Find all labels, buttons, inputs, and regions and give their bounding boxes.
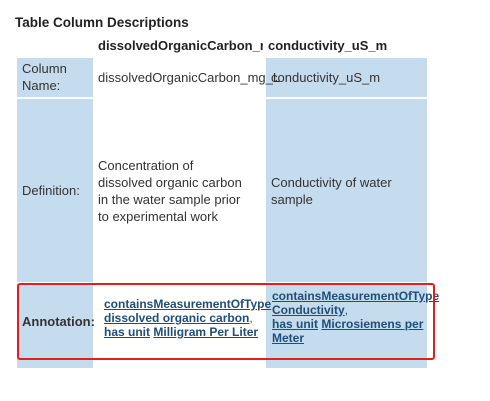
row-label-column-name: Column Name:	[22, 61, 67, 93]
cell-annotation-dissolved-organic-carbon: containsMeasurementOfType dissolved orga…	[93, 284, 271, 359]
object-link-milligram-per-liter[interactable]: Milligram Per Liter	[153, 325, 259, 339]
object-link-microsiemens-per-meter[interactable]: Microsiemens per Meter	[272, 317, 424, 345]
object-link-dissolved-organic-carbon[interactable]: dissolved organic carbon	[104, 311, 250, 325]
separator-comma: ,	[249, 311, 253, 325]
row-label-definition: Definition:	[22, 183, 80, 198]
predicate-link-contains-measurement[interactable]: containsMeasurementOfType	[104, 297, 272, 311]
cell-definition-conductivity: Conductivity of water sample	[271, 174, 392, 207]
separator-comma: ,	[344, 303, 349, 317]
table-title: Table Column Descriptions	[15, 15, 189, 30]
cell-definition-dissolved-organic-carbon: Concentration of dissolved organic carbo…	[98, 157, 242, 224]
row-label-annotation: Annotation:	[22, 314, 95, 329]
column-header-conductivity: conductivity_uS_m	[268, 38, 388, 53]
conductivity-column	[266, 58, 427, 368]
row-divider	[17, 97, 427, 99]
cell-column-name-conductivity: conductivity_uS_m	[271, 69, 381, 85]
predicate-link-contains-measurement[interactable]: containsMeasurementOfType	[272, 289, 440, 303]
column-header-dissolved-organic-carbon: dissolvedOrganicCarbon_mg_	[98, 38, 263, 53]
predicate-link-has-unit[interactable]: has unit	[272, 317, 319, 331]
predicate-link-has-unit[interactable]: has unit	[104, 325, 151, 339]
cell-column-name-dissolved-organic-carbon: dissolvedOrganicCarbon_mg_L	[98, 69, 281, 85]
label-column	[17, 58, 93, 368]
object-link-conductivity[interactable]: Conductivity	[272, 303, 345, 317]
cell-annotation-conductivity: containsMeasurementOfType Conductivity, …	[266, 284, 439, 359]
